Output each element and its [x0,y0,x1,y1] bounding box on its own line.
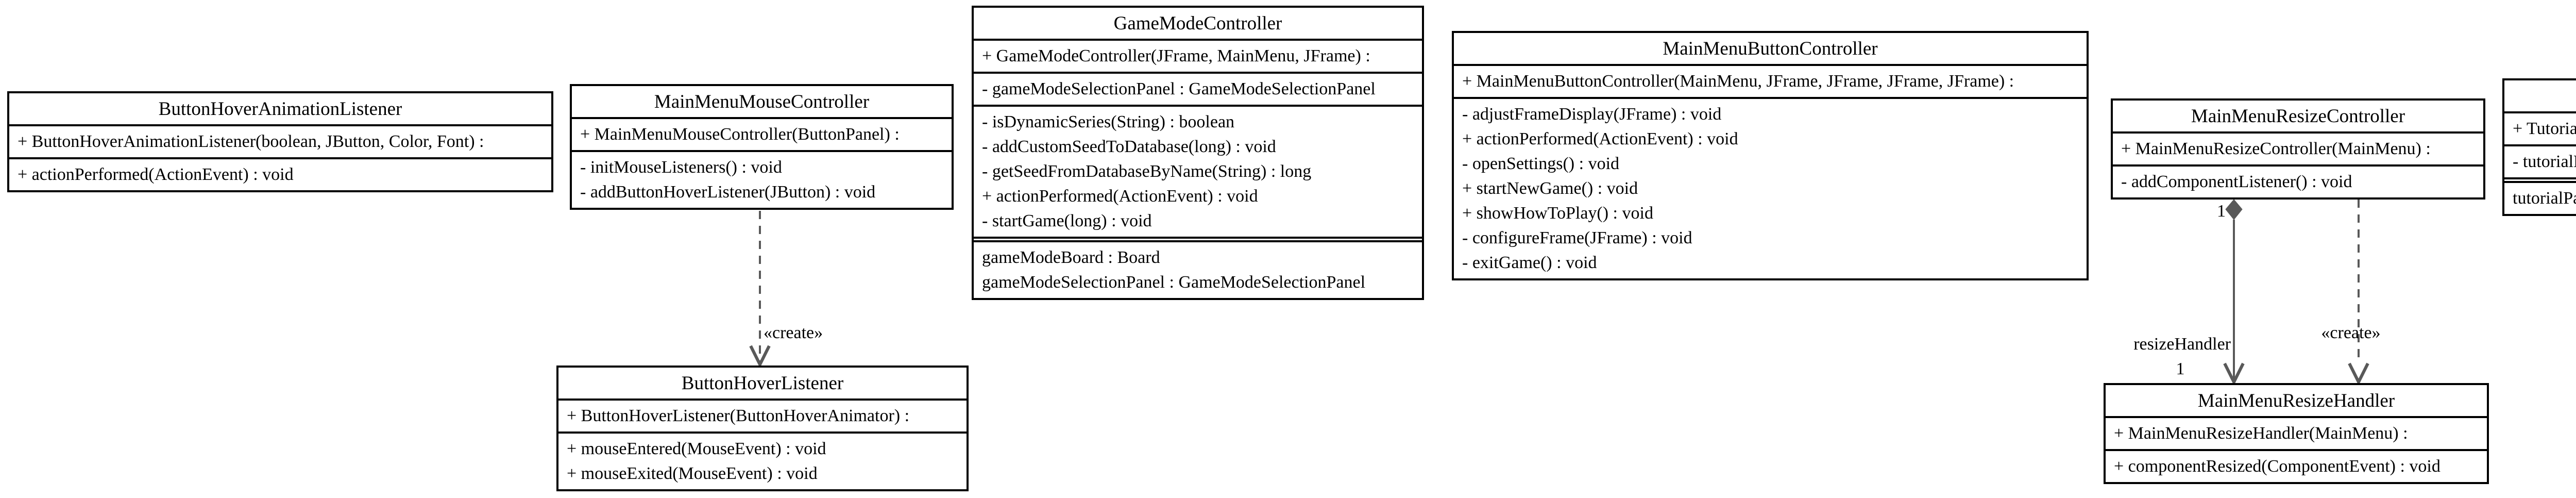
class-title: MainMenuResizeController [2191,106,2405,127]
class-method-section: + actionPerformed(ActionEvent) : void [9,157,551,190]
class-box-main-menu-resize-controller: MainMenuResizeController + MainMenuResiz… [2111,98,2485,200]
class-member: - addButtonHoverListener(JButton) : void [580,182,876,202]
class-member: + GameModeController(JFrame, MainMenu, J… [982,46,1370,65]
class-member: - addComponentListener() : void [2121,172,2352,191]
class-box-main-menu-mouse-controller: MainMenuMouseController + MainMenuMouseC… [570,84,954,210]
arrowhead-icon [749,345,771,368]
class-member: - adjustFrameDisplay(JFrame) : void [1462,105,1722,124]
class-member: - exitGame() : void [1462,253,1597,272]
class-member: + MainMenuResizeController(MainMenu) : [2121,139,2431,158]
class-constructor-section: + MainMenuResizeHandler(MainMenu) : [2106,416,2487,449]
class-title: MainMenuResizeHandler [2197,390,2395,411]
class-member: - tutorialPanel : TutorialPanel [2513,152,2576,171]
class-member: + TutorialController(MainMenu, JFrame) : [2513,119,2576,138]
class-constructor-section: + MainMenuButtonController(MainMenu, JFr… [1454,64,2087,97]
class-method-section: + componentResized(ComponentEvent) : voi… [2106,449,2487,482]
class-member: + mouseExited(MouseEvent) : void [567,464,818,483]
class-member: gameModeBoard : Board [982,248,1160,267]
class-member: - getSeedFromDatabaseByName(String) : lo… [982,162,1312,181]
arrowhead-icon [2223,362,2245,386]
class-member: + MainMenuButtonController(MainMenu, JFr… [1462,72,2014,91]
class-box-tutorial-controller: TutorialController + TutorialController(… [2502,78,2576,216]
class-member: + showHowToPlay() : void [1462,204,1653,223]
class-member: - isDynamicSeries(String) : boolean [982,112,1235,131]
class-method-section: + mouseEntered(MouseEvent) : void + mous… [558,431,967,489]
class-constructor-section: + MainMenuResizeController(MainMenu) : [2113,131,2483,164]
create-stereotype-label: «create» [2321,323,2381,342]
class-member: + actionPerformed(ActionEvent) : void [1462,129,1738,148]
class-box-main-menu-resize-handler: MainMenuResizeHandler + MainMenuResizeHa… [2104,383,2489,484]
class-member: - initMouseListeners() : void [580,158,782,177]
class-method-section: - initMouseListeners() : void - addButto… [572,150,952,208]
create-stereotype-label: «create» [764,323,823,342]
class-member: - openSettings() : void [1462,154,1620,173]
class-member: - startGame(long) : void [982,211,1152,230]
class-extra-section: gameModeBoard : Board gameModeSelectionP… [972,237,1424,298]
class-member: + actionPerformed(ActionEvent) : void [982,187,1258,206]
class-member: + ButtonHoverAnimationListener(boolean, … [18,132,484,151]
class-box-button-hover-animation-listener: ButtonHoverAnimationListener + ButtonHov… [7,91,553,192]
class-title: MainMenuMouseController [654,91,870,112]
class-member: tutorialPanel : JPanel [2513,189,2576,208]
class-method-section: - addComponentListener() : void [2113,164,2483,197]
class-field-section: - gameModeSelectionPanel : GameModeSelec… [974,72,1422,105]
class-method-section: - adjustFrameDisplay(JFrame) : void + ac… [1454,97,2087,278]
composition-source-multiplicity-label: 1 [2217,202,2226,221]
class-box-main-menu-button-controller: MainMenuButtonController + MainMenuButto… [1452,31,2089,280]
class-method-section: - isDynamicSeries(String) : boolean - ad… [974,105,1422,237]
class-box-game-mode-controller: GameModeController + GameModeController(… [972,6,1424,300]
class-title: MainMenuButtonController [1663,38,1878,59]
class-member: + startNewGame() : void [1462,179,1638,198]
class-member: + ButtonHoverListener(ButtonHoverAnimato… [567,406,910,425]
composition-target-multiplicity-label: 1 [2176,359,2185,378]
class-title: ButtonHoverAnimationListener [158,98,402,120]
class-member: + MainMenuResizeHandler(MainMenu) : [2114,424,2408,443]
arrowhead-icon [2348,362,2369,386]
class-constructor-section: + ButtonHoverAnimationListener(boolean, … [9,124,551,157]
composition-role-label: resizeHandler [2133,335,2231,354]
class-member: gameModeSelectionPanel : GameModeSelecti… [982,273,1366,292]
class-constructor-section: + MainMenuMouseController(ButtonPanel) : [572,117,952,150]
class-box-button-hover-listener: ButtonHoverListener + ButtonHoverListene… [556,366,969,491]
class-title: GameModeController [1113,13,1282,34]
class-field-section: - tutorialPanel : TutorialPanel [2504,144,2576,177]
class-member: + mouseEntered(MouseEvent) : void [567,439,826,458]
class-member: - gameModeSelectionPanel : GameModeSelec… [982,79,1376,98]
class-constructor-section: + GameModeController(JFrame, MainMenu, J… [974,39,1422,72]
class-member: + componentResized(ComponentEvent) : voi… [2114,457,2441,476]
class-extra-section: tutorialPanel : JPanel [2502,177,2576,214]
class-title: ButtonHoverListener [681,373,844,394]
class-member: - configureFrame(JFrame) : void [1462,228,1692,247]
class-title: TutorialController [2504,80,2576,111]
class-constructor-section: + TutorialController(MainMenu, JFrame) : [2504,111,2576,144]
composition-diamond-icon [2225,199,2243,220]
class-member: + MainMenuMouseController(ButtonPanel) : [580,125,900,144]
class-constructor-section: + ButtonHoverListener(ButtonHoverAnimato… [558,399,967,431]
class-member: - addCustomSeedToDatabase(long) : void [982,137,1276,156]
class-member: + actionPerformed(ActionEvent) : void [18,165,294,184]
